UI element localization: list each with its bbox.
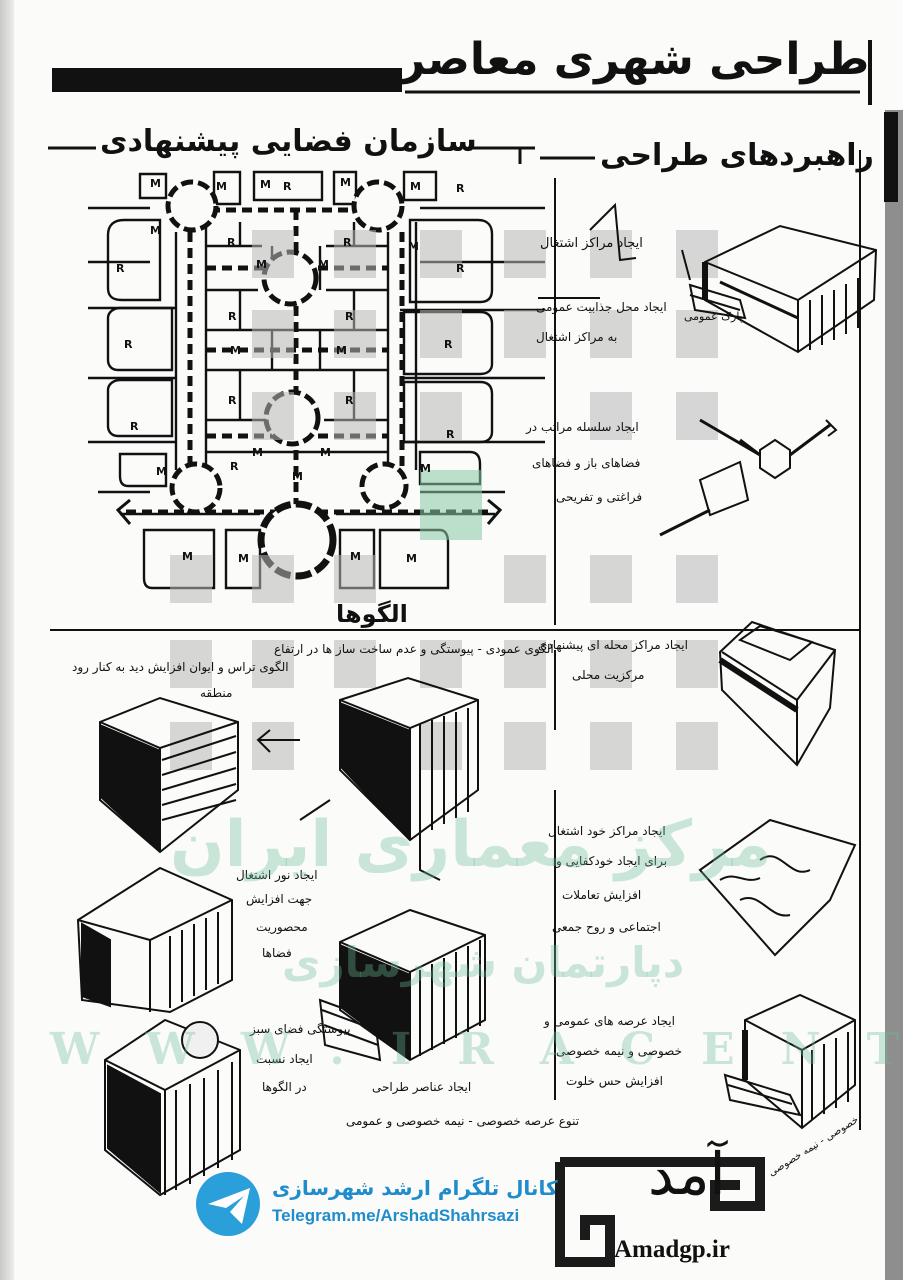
mixed-use-label: M [336,344,347,357]
residential-label: R [228,394,237,407]
pattern-2-line: الگوی عمودی - پیوستگی و عدم ساخت ساز ها … [274,642,554,656]
strategy-4-line-3: افزایش تعاملات [562,888,642,902]
header-bar-left [52,68,402,92]
amad-brand-url[interactable]: Amadgp.ir [614,1236,730,1263]
mixed-use-label: M [230,344,241,357]
strategy-1-sub-2: به مراکز اشتغال [536,330,618,344]
pattern-green-continuity [104,1018,241,1197]
pattern-4-line-3: در الگوها [262,1080,307,1094]
pattern-public-private [318,908,486,1062]
sketch-strategy-5 [723,993,856,1130]
sketch-strategy-3 [718,620,837,767]
pattern-terrace [99,696,239,854]
residential-label: R [444,338,453,351]
telegram-link[interactable]: Telegram.me/ArshadShahrsazi [272,1206,520,1225]
pattern-4-line-1: پیوستگی فضای سبز [250,1022,351,1036]
residential-label: R [345,394,354,407]
pattern-5-line-1: ایجاد عناصر طراحی [372,1080,472,1094]
pattern-4-line-2: ایجاد نسبت [256,1052,313,1066]
pattern-3-line-1: ایجاد نور اشتغال [236,868,318,882]
scan-edge-right [885,110,903,1280]
watermark-title: مرکز معماری ایران [170,808,772,882]
residential-label: R [124,338,133,351]
telegram-plane-glyph [196,1172,260,1236]
amad-brand-word: آمد [648,1140,726,1208]
strategies-subtitle: راهبردهای طراحی [600,138,874,173]
residential-label: R [456,262,465,275]
pattern-3-line-2: جهت افزایش [246,892,313,906]
mixed-use-label: M [350,550,361,563]
mixed-use-label: M [406,552,417,565]
pattern-3-line-4: فضاها [262,946,292,960]
strategy-1-sub-1: ایجاد محل جذابیت عمومی [536,300,667,314]
mixed-use-label: M [150,177,161,190]
watermark-url: WWW.IRACENTER.IR [50,1024,903,1075]
watermark-subtitle: دپارتمان شهرسازی [282,938,685,987]
residential-label: R [228,310,237,323]
grid-overlay [170,230,718,770]
mixed-use-label: M [292,470,303,483]
plan-subtitle: سازمان فضایی پیشنهادی [100,124,477,159]
telegram-title: کانال تلگرام ارشد شهرسازی [272,1176,558,1200]
mixed-use-label: M [156,465,167,478]
patterns-caption: الگوها [336,600,408,628]
strategy-1-line: ایجاد مراکز اشتغال [540,236,643,251]
residential-label: R [116,262,125,275]
mixed-use-label: M [252,446,263,459]
mixed-use-label: M [320,446,331,459]
pattern-vertical [256,676,479,881]
page-title: طراحی شهری معاصر [400,34,870,85]
strategy-5-line-2: خصوصی و نیمه خصوصی [556,1044,682,1058]
pattern-1-line-2: منطقه [200,686,233,700]
mixed-use-label: M [340,176,351,189]
mixed-use-label: M [260,178,271,191]
residential-label: R [227,236,236,249]
residential-label: R [446,428,455,441]
strategy-4-line-2: برای ایجاد خودکفایی و [556,854,668,868]
parking-label: پارک عمومی [684,310,743,323]
mixed-use-label: M [182,550,193,563]
residential-label: R [230,460,239,473]
mixed-use-label: M [420,462,431,475]
strategy-3-line-2: مرکزیت محلی [572,668,645,682]
mixed-use-label: M [150,224,161,237]
residential-label: R [130,420,139,433]
strategy-5-line-3: افزایش حس خلوت [566,1074,663,1088]
residential-label: R [283,180,292,193]
mixed-use-label: M [410,180,421,193]
mixed-use-label: M [238,552,249,565]
strategy-5-line-1: ایجاد عرصه های عمومی و [544,1014,675,1028]
pattern-enclosure [76,866,233,1014]
strategy-2-line-2: فضاهای باز و فضاهای [532,456,641,470]
mixed-use-label: M [256,258,267,271]
pattern-5-line-2: تنوع عرصه خصوصی - نیمه خصوصی و عمومی [346,1114,580,1128]
sketch-strategy-1 [538,202,878,354]
amad-logo-mark [555,1157,765,1267]
strategy-4-line-1: ایجاد مراکز خود اشتغال [548,824,666,838]
residential-label: R [456,182,465,195]
residential-label: R [345,310,354,323]
scan-edge-left [0,0,14,1280]
residential-label: R [343,236,352,249]
mixed-use-label: M [408,240,419,253]
strategy-2-line-3: فراغتی و تفریحی [556,490,643,504]
sketch-strategy-4 [698,818,857,957]
pattern-3-line-3: محصوریت [256,920,308,934]
strategy-2-line-1: ایجاد سلسله مراتب در [526,420,639,434]
pattern-1-line-1: الگوی تراس و ایوان افزایش دید به کنار رو… [72,660,289,674]
plan-nodes [165,179,409,580]
strategy-4-line-4: اجتماعی و روح جمعی [552,920,661,934]
sketch-strategy-2 [659,418,838,537]
mixed-use-label: M [318,258,329,271]
strategy-3-line-1: ایجاد مراکز محله ای پیشنهادی [538,638,688,652]
mixed-use-label: M [216,180,227,193]
